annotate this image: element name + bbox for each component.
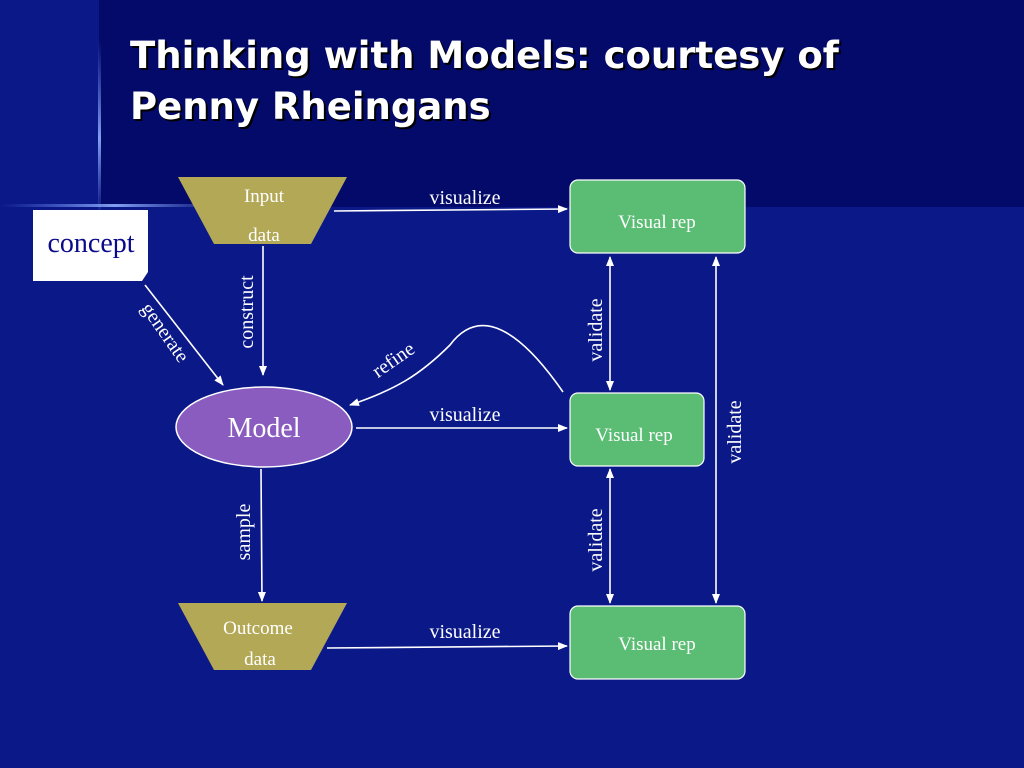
concept-node: concept xyxy=(33,210,148,281)
label-visualize-middle: visualize xyxy=(429,404,500,426)
input-data-label-line-1: Input xyxy=(244,186,285,207)
input-data-node: Input data xyxy=(178,177,347,246)
arrow-generate xyxy=(144,284,224,386)
vertical-glow-line xyxy=(98,40,101,220)
visual-rep-top-label: Visual rep xyxy=(618,212,695,233)
visual-rep-bottom-label: Visual rep xyxy=(618,634,695,655)
outcome-data-label-line-1: Outcome xyxy=(223,618,293,639)
visual-rep-bottom-node: Visual rep xyxy=(569,605,746,680)
visual-rep-middle-label: Visual rep xyxy=(595,425,672,446)
label-sample: sample xyxy=(233,504,255,561)
visual-rep-bottom-box xyxy=(569,605,746,680)
arrow-refine xyxy=(349,324,564,406)
outcome-data-shape xyxy=(178,603,347,670)
lower-panel xyxy=(99,207,1024,768)
outcome-data-label-line-2: data xyxy=(244,649,276,670)
arrow-sample xyxy=(257,468,266,602)
horizontal-glow-line xyxy=(0,204,230,207)
model-label: Model xyxy=(227,413,300,444)
slide-title: Thinking with Models: courtesy of Penny … xyxy=(130,30,990,132)
model-node: Model xyxy=(175,386,353,468)
label-refine: refine xyxy=(368,338,419,383)
label-visualize-bottom: visualize xyxy=(429,621,500,643)
arrow-visualize-bottom xyxy=(326,642,568,651)
label-construct: construct xyxy=(236,275,258,349)
visual-rep-top-box xyxy=(569,179,746,254)
visual-rep-middle-node: Visual rep xyxy=(569,392,705,467)
input-data-shape xyxy=(178,177,347,244)
arrow-visualize-top xyxy=(333,205,568,214)
side-panel xyxy=(0,0,99,768)
visual-rep-middle-box xyxy=(569,392,705,467)
concept-box xyxy=(33,210,148,281)
label-validate-outer: validate xyxy=(724,400,746,463)
label-generate: generate xyxy=(136,299,193,367)
label-validate-upper: validate xyxy=(585,298,607,361)
model-ellipse xyxy=(175,386,353,468)
slide-title-line-1: Thinking with Models: courtesy of xyxy=(130,34,839,77)
concept-label: concept xyxy=(47,228,134,259)
slide-title-line-2: Penny Rheingans xyxy=(130,85,491,128)
outcome-data-node: Outcome data xyxy=(178,603,347,670)
input-data-label-line-2: data xyxy=(248,225,280,246)
visual-rep-top-node: Visual rep xyxy=(569,179,746,254)
label-validate-lower: validate xyxy=(585,508,607,571)
label-visualize-top: visualize xyxy=(429,187,500,209)
